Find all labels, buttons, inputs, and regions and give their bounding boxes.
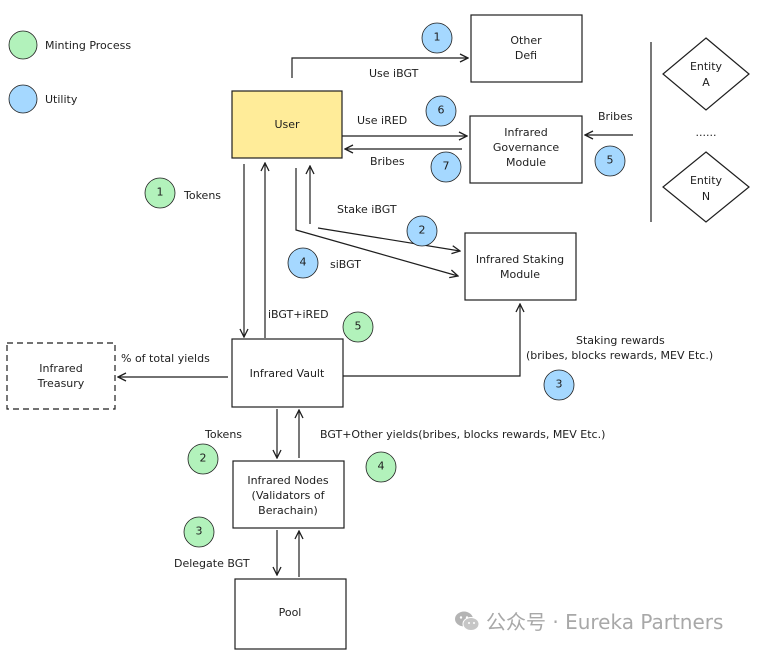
staking-module-line1: Infrared Staking	[476, 253, 564, 266]
svg-text:7: 7	[443, 160, 450, 173]
governance-line2: Governance	[493, 141, 560, 154]
label-tokens-down: Tokens	[204, 428, 242, 441]
arrow-user-to-defi	[291, 58, 468, 78]
svg-text:3: 3	[556, 378, 563, 391]
vault-label: Infrared Vault	[250, 367, 325, 380]
governance-box: Infrared Governance Module	[469, 115, 583, 184]
entities-ellipsis: ......	[696, 126, 717, 139]
label-bribes-in: Bribes	[598, 110, 633, 123]
svg-text:4: 4	[378, 460, 385, 473]
svg-text:2: 2	[419, 224, 426, 237]
step-utility-1: 1	[421, 22, 453, 54]
arrow-vault-to-staking	[343, 304, 520, 377]
arrow-stake-ibgt-to-module	[317, 227, 460, 251]
treasury-box: Infrared Treasury	[6, 342, 116, 410]
governance-line3: Module	[506, 156, 546, 169]
label-delegate-bgt: Delegate BGT	[174, 557, 250, 570]
nodes-line1: Infrared Nodes	[247, 474, 329, 487]
svg-text:4: 4	[300, 256, 307, 269]
nodes-line2: (Validators of	[252, 489, 326, 502]
arrow-sibgt-to-module	[295, 168, 458, 276]
step-minting-1: 1	[144, 177, 176, 209]
watermark-text: 公众号 · Eureka Partners	[486, 610, 724, 634]
wechat-icon	[455, 611, 480, 631]
label-bribes-out: Bribes	[370, 155, 405, 168]
step-minting-2: 2	[187, 443, 219, 475]
pool-box: Pool	[234, 578, 347, 650]
step-utility-7: 7	[430, 151, 462, 183]
label-use-ibgt: Use iBGT	[369, 67, 419, 80]
user-box: User	[231, 90, 343, 159]
svg-text:1: 1	[434, 31, 441, 44]
step-minting-3: 3	[183, 516, 215, 548]
step-utility-4: 4	[287, 247, 319, 279]
governance-line1: Infrared	[504, 126, 547, 139]
step-minting-5: 5	[342, 311, 374, 343]
staking-module-box: Infrared Staking Module	[464, 232, 577, 301]
step-minting-4: 4	[365, 451, 397, 483]
legend-utility-swatch	[8, 84, 38, 114]
legend-utility-label: Utility	[45, 93, 78, 106]
label-use-ired: Use iRED	[357, 114, 407, 127]
entity-a-line2: A	[702, 76, 710, 89]
step-utility-5: 5	[594, 145, 626, 177]
svg-text:1: 1	[157, 186, 164, 199]
label-staking-rewards: Staking rewards	[576, 334, 665, 347]
other-defi-line1: Other	[510, 34, 542, 47]
label-bgt-yields: BGT+Other yields(bribes, blocks rewards,…	[320, 428, 605, 441]
label-sibgt: siBGT	[330, 258, 361, 271]
legend-minting-label: Minting Process	[45, 39, 131, 52]
nodes-line3: Berachain)	[258, 504, 318, 517]
svg-text:5: 5	[607, 154, 614, 167]
staking-module-line2: Module	[500, 268, 540, 281]
label-pct-yields: % of total yields	[121, 352, 210, 365]
svg-text:2: 2	[200, 452, 207, 465]
entity-n-line2: N	[702, 190, 710, 203]
legend-minting-swatch	[8, 30, 38, 60]
svg-text:6: 6	[438, 104, 445, 117]
entity-a-line1: Entity	[690, 60, 723, 73]
entity-n-line1: Entity	[690, 174, 723, 187]
treasury-line1: Infrared	[39, 362, 82, 375]
other-defi-line2: Defi	[515, 49, 537, 62]
svg-text:3: 3	[196, 525, 203, 538]
other-defi-box: Other Defi	[470, 14, 583, 83]
svg-text:5: 5	[355, 320, 362, 333]
step-utility-2: 2	[406, 215, 438, 247]
watermark: 公众号 · Eureka Partners	[454, 606, 723, 635]
label-ibgt-ired: iBGT+iRED	[268, 308, 329, 321]
treasury-line2: Treasury	[37, 377, 85, 390]
label-staking-rewards-detail: (bribes, blocks rewards, MEV Etc.)	[526, 349, 713, 362]
step-utility-3: 3	[543, 369, 575, 401]
step-utility-6: 6	[425, 95, 457, 127]
nodes-box: Infrared Nodes (Validators of Berachain)	[232, 460, 345, 529]
label-tokens-up: Tokens	[183, 189, 221, 202]
pool-label: Pool	[279, 606, 302, 619]
entity-a-diamond: Entity A	[662, 37, 750, 111]
user-label: User	[274, 118, 300, 131]
entity-n-diamond: Entity N	[662, 151, 750, 223]
label-stake-ibgt: Stake iBGT	[337, 203, 397, 216]
vault-box: Infrared Vault	[231, 338, 344, 408]
